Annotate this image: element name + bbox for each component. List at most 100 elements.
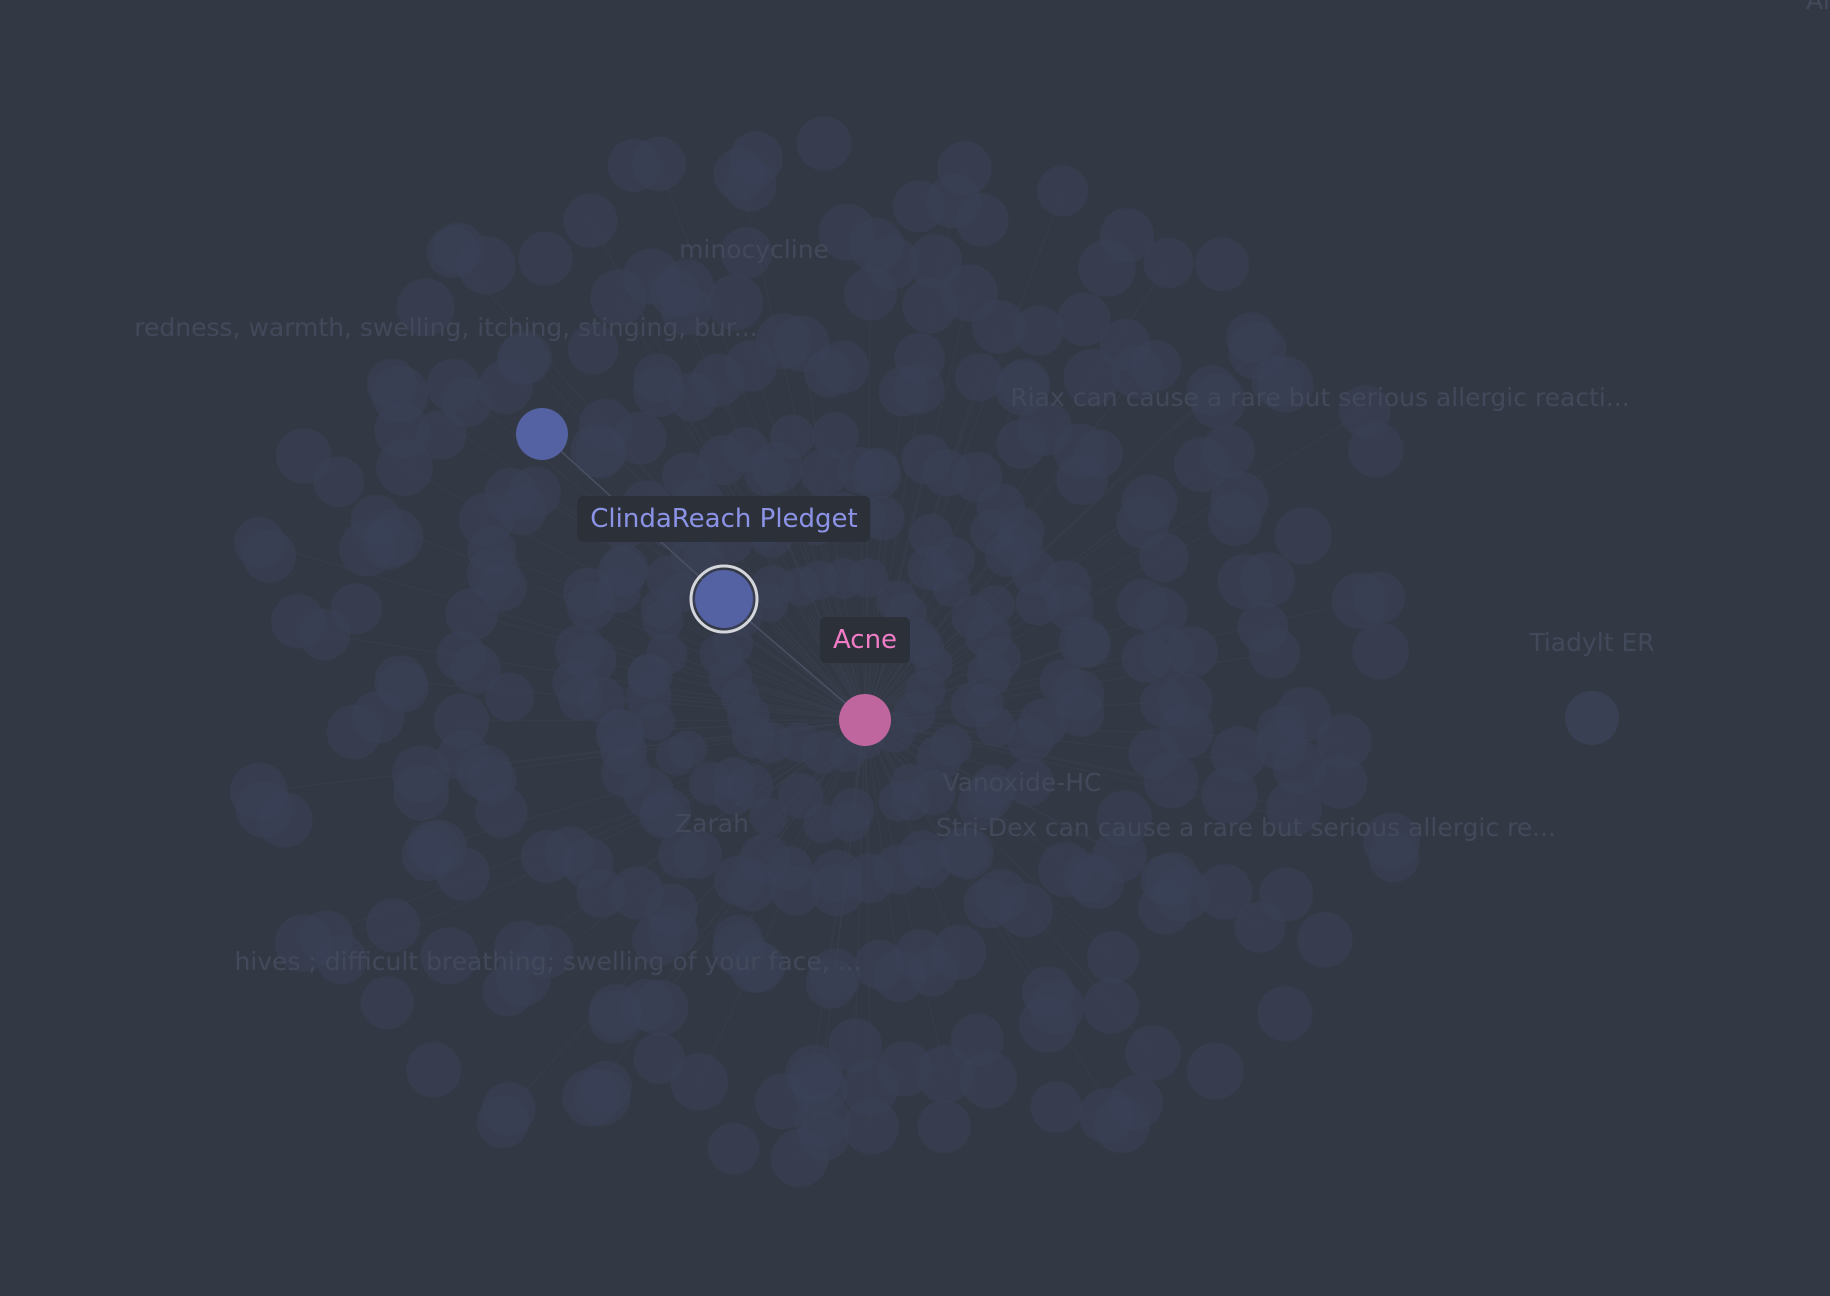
faded-node bbox=[932, 569, 971, 607]
faded-node bbox=[562, 837, 614, 889]
faded-edge bbox=[864, 641, 1085, 721]
faded-node bbox=[575, 426, 627, 479]
faded-edge bbox=[864, 719, 1058, 1008]
faded-edge bbox=[491, 549, 866, 721]
neighbor-drug-node[interactable] bbox=[516, 408, 568, 460]
faded-edge bbox=[864, 450, 1082, 721]
faded-node bbox=[1087, 931, 1139, 984]
faded-edge bbox=[452, 251, 866, 721]
faded-node bbox=[1297, 912, 1353, 968]
faded-node bbox=[1030, 1081, 1082, 1133]
faded-edge bbox=[432, 719, 866, 848]
faded-node bbox=[234, 517, 285, 568]
faded-node bbox=[566, 634, 617, 685]
faded-node bbox=[1056, 453, 1108, 505]
faded-node bbox=[563, 193, 618, 248]
faded-node bbox=[1273, 740, 1327, 794]
faded-edge bbox=[864, 719, 1172, 782]
faded-node bbox=[1125, 1025, 1181, 1081]
faded-edge bbox=[864, 719, 1167, 881]
faded-node bbox=[957, 782, 1003, 828]
faded-edge bbox=[698, 719, 866, 1083]
faded-node bbox=[1257, 986, 1313, 1042]
faded-node bbox=[396, 278, 455, 337]
faded-edge bbox=[400, 680, 866, 721]
faded-node bbox=[275, 914, 333, 972]
faded-node bbox=[974, 869, 1028, 922]
faded-node bbox=[1143, 238, 1194, 288]
faded-edge bbox=[864, 719, 1090, 879]
faded-node bbox=[905, 628, 945, 668]
faded-node bbox=[712, 923, 766, 977]
faded-node bbox=[796, 116, 852, 171]
faded-node bbox=[1195, 237, 1249, 292]
faded-edge bbox=[864, 507, 1002, 721]
faded-edge bbox=[864, 719, 1300, 768]
faded-edge bbox=[864, 719, 900, 976]
faded-edge bbox=[717, 380, 866, 721]
faded-edge bbox=[620, 719, 866, 732]
faded-node bbox=[998, 358, 1051, 411]
faded-edge bbox=[864, 719, 871, 879]
faded-node bbox=[558, 676, 603, 721]
faded-node bbox=[916, 735, 962, 781]
faded-edge bbox=[590, 719, 866, 1098]
faded-edge bbox=[591, 659, 866, 721]
faded-edge bbox=[590, 220, 866, 721]
faded-edge bbox=[461, 719, 866, 722]
faded-edge bbox=[854, 719, 866, 1046]
faded-edge bbox=[864, 546, 1020, 721]
faded-node bbox=[972, 300, 1026, 354]
faded-edge bbox=[864, 450, 1229, 721]
faded-node bbox=[436, 631, 486, 681]
faded-node bbox=[864, 235, 919, 290]
selected-drug-node[interactable] bbox=[695, 570, 753, 628]
faded-node bbox=[371, 365, 429, 423]
faded-node bbox=[804, 349, 853, 398]
acne-condition-node[interactable] bbox=[839, 694, 891, 746]
faded-node bbox=[848, 558, 888, 598]
faded-edge bbox=[819, 719, 866, 1089]
faded-edge bbox=[764, 719, 866, 860]
faded-edge bbox=[391, 383, 866, 721]
faded-node bbox=[720, 227, 773, 279]
faded-edge bbox=[341, 719, 866, 960]
faded-node bbox=[271, 594, 326, 649]
faded-node bbox=[366, 508, 424, 566]
faded-node bbox=[631, 136, 686, 191]
faded-edge bbox=[864, 502, 1150, 721]
node-label-side-effect-redness: redness, warmth, swelling, itching, stin… bbox=[134, 313, 758, 342]
faded-node-cloud bbox=[230, 116, 1619, 1187]
faded-edge bbox=[258, 719, 866, 793]
faded-node bbox=[1190, 373, 1246, 429]
faded-edge bbox=[864, 600, 1360, 721]
node-label-minocycline: minocycline bbox=[679, 235, 829, 264]
faded-edge bbox=[521, 719, 866, 949]
faded-node bbox=[1139, 532, 1189, 583]
faded-node bbox=[521, 830, 574, 883]
faded-node bbox=[975, 707, 1016, 747]
faded-node bbox=[366, 898, 420, 953]
faded-edge bbox=[864, 518, 1236, 721]
faded-node bbox=[1316, 714, 1372, 769]
faded-node bbox=[434, 693, 490, 749]
faded-node bbox=[1007, 716, 1054, 763]
faded-node bbox=[812, 412, 859, 459]
faded-node bbox=[770, 865, 821, 916]
faded-node bbox=[1056, 688, 1105, 737]
faded-edge bbox=[864, 712, 1081, 721]
faded-node bbox=[518, 231, 573, 286]
faded-edge bbox=[864, 719, 1114, 958]
faded-node bbox=[497, 333, 549, 385]
faded-node bbox=[1274, 507, 1332, 565]
faded-node bbox=[1352, 622, 1409, 680]
faded-node bbox=[828, 1018, 882, 1073]
faded-node bbox=[485, 672, 535, 722]
faded-edge bbox=[648, 719, 866, 794]
faded-node bbox=[1257, 356, 1314, 413]
node-label-stridex-warning: Stri-Dex can cause a rare but serious al… bbox=[936, 813, 1556, 842]
faded-node bbox=[588, 990, 642, 1044]
faded-node bbox=[688, 761, 733, 806]
faded-edge bbox=[682, 719, 866, 855]
